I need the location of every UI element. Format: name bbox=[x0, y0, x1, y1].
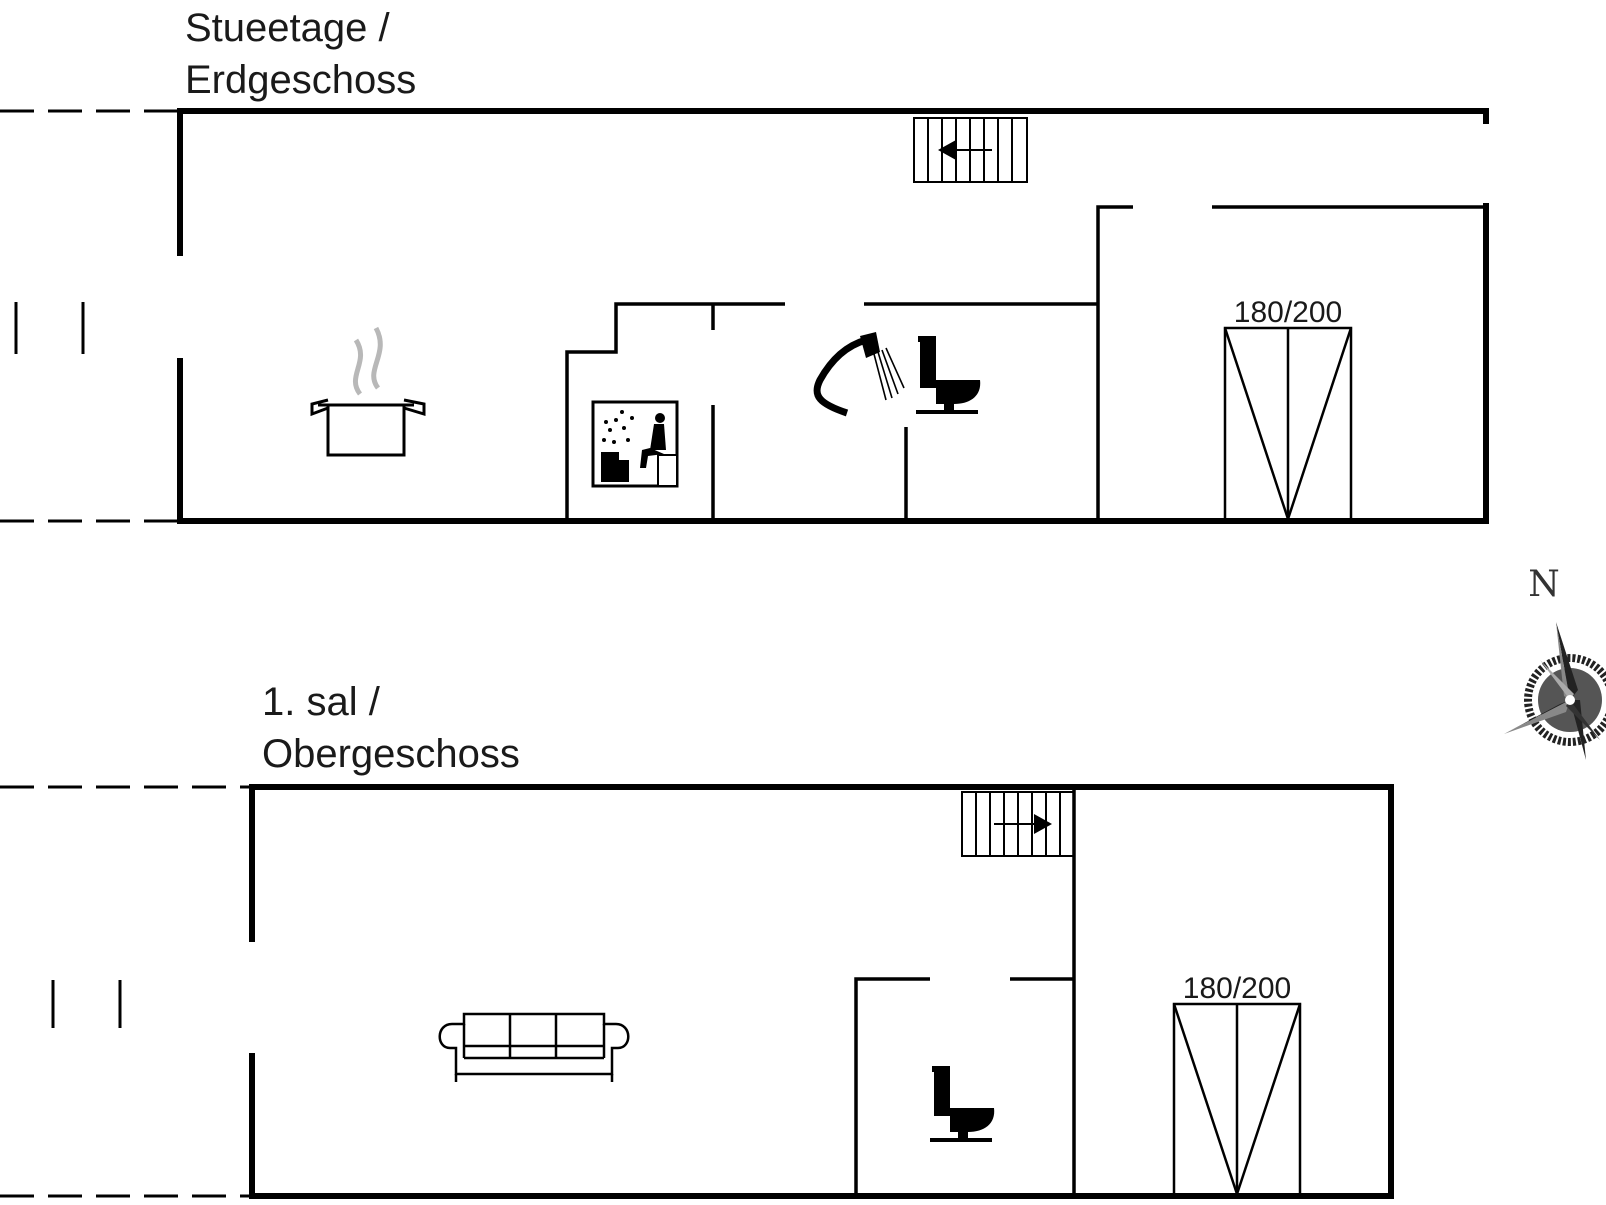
ground-toilet-icon bbox=[916, 336, 981, 414]
ground-floor-plan bbox=[0, 108, 1489, 524]
kitchen-pot-icon bbox=[310, 326, 426, 457]
ground-bed-size-label: 180/200 bbox=[1234, 296, 1342, 329]
upper-terrace-posts bbox=[51, 980, 122, 1028]
ground-stairs-arrow-icon bbox=[938, 140, 956, 160]
upper-double-bed-icon bbox=[1172, 1002, 1302, 1198]
ground-outer-wall bbox=[177, 108, 1489, 256]
upper-toilet-icon bbox=[930, 1066, 995, 1142]
upper-terrace-outline bbox=[0, 785, 252, 1198]
upper-stairs bbox=[961, 791, 1075, 857]
sofa-icon bbox=[438, 1012, 630, 1082]
ground-floor-title-line1: Stueetage / bbox=[185, 6, 390, 50]
ground-bedroom-walls bbox=[565, 205, 1486, 521]
ground-double-bed-icon bbox=[1223, 326, 1353, 523]
upper-outer-wall bbox=[249, 784, 1394, 1199]
ground-floor-title-line2: Erdgeschoss bbox=[185, 58, 417, 102]
ground-stairs bbox=[913, 117, 1028, 183]
upper-floor-title-line2: Obergeschoss bbox=[262, 732, 520, 776]
upper-floor-title-line1: 1. sal / bbox=[262, 680, 380, 724]
ground-floor-title: Stueetage / Erdgeschoss bbox=[185, 2, 416, 106]
shower-icon bbox=[813, 332, 905, 417]
upper-bed-size-label: 180/200 bbox=[1183, 972, 1291, 1005]
sauna-icon bbox=[591, 400, 679, 488]
ground-terrace-outline bbox=[0, 109, 180, 523]
compass-north-label: N bbox=[1528, 564, 1560, 605]
ground-terrace-posts bbox=[14, 302, 85, 354]
upper-stairs-arrow-icon bbox=[1034, 814, 1052, 834]
upper-floor-title: 1. sal / Obergeschoss bbox=[262, 676, 520, 780]
upper-floor-plan bbox=[0, 784, 1394, 1199]
compass-rose-icon bbox=[1504, 622, 1606, 760]
